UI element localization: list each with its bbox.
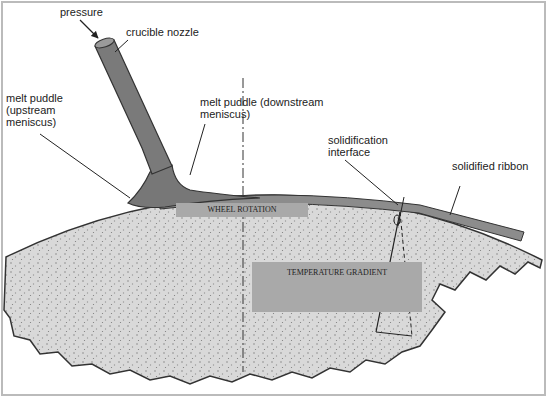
part-label: melt puddle (downstream meniscus): [200, 96, 330, 120]
box-text: TEMPERATURE GRADIENT: [252, 268, 422, 278]
crucible-nozzle: [95, 40, 172, 174]
melt-puddle: [128, 165, 260, 208]
rotation-label-box: WHEEL ROTATION: [176, 203, 308, 217]
leader-line: [115, 40, 128, 52]
center-line: [243, 78, 244, 372]
nozzle-opening: [94, 36, 115, 50]
ribbon: [160, 195, 524, 241]
leader-line: [190, 124, 205, 175]
part-label: crucible nozzle: [126, 26, 246, 38]
callout-label: pressure: [60, 6, 140, 18]
part-label: solidified ribbon: [452, 160, 537, 172]
leader-line: [345, 160, 398, 205]
gradient-line: [376, 332, 412, 336]
box-text: WHEEL ROTATION: [176, 205, 308, 215]
wheel: [4, 195, 542, 384]
leader-line: [40, 134, 130, 198]
interface-line: [398, 197, 404, 226]
gradient-label-box: TEMPERATURE GRADIENT: [252, 262, 422, 312]
pressure-arrow: [80, 20, 98, 38]
leader-line: [450, 186, 460, 215]
part-label: solidification interface: [328, 134, 418, 158]
part-label: melt puddle (upstream meniscus): [6, 92, 76, 128]
